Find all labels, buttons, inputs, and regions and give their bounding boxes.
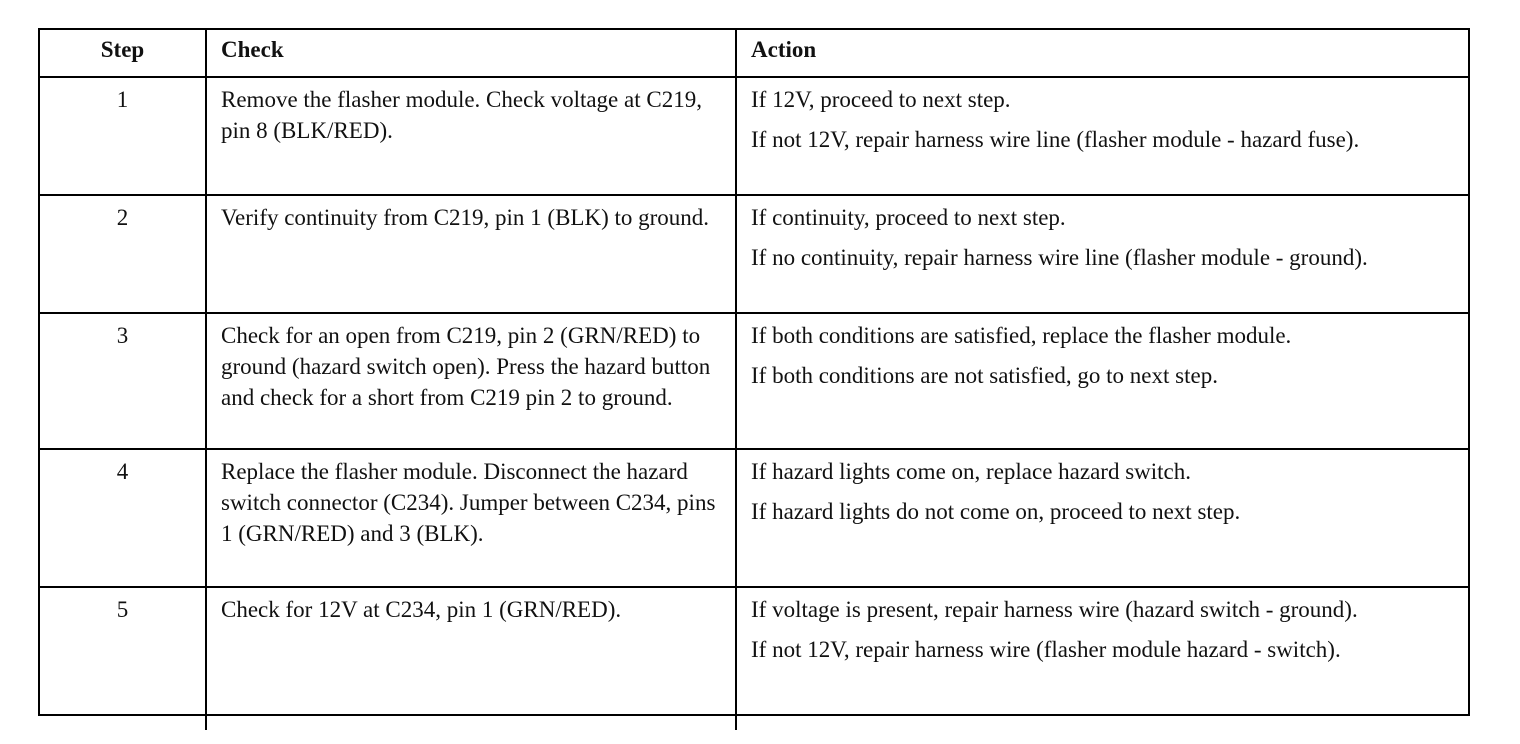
check-text: Check for 12V at C234, pin 1 (GRN/RED). [205,586,737,730]
action-cell: If 12V, proceed to next step. If not 12V… [735,76,1468,196]
step-column-header: Step [40,30,207,78]
step-number: 3 [40,312,207,450]
diagnostic-table: Step Check Action 1 Remove the flasher m… [40,30,1468,730]
action-text: If 12V, proceed to next step. [751,87,1011,112]
check-text: Verify continuity from C219, pin 1 (BLK)… [205,194,737,314]
action-text: If hazard lights do not come on, proceed… [751,499,1241,524]
table-row: 3 Check for an open from C219, pin 2 (GR… [40,312,1468,450]
check-text: Check for an open from C219, pin 2 (GRN/… [205,312,737,450]
action-text: If both conditions are not satisfied, go… [751,363,1218,388]
action-text: If no continuity, repair harness wire li… [751,245,1368,270]
table-row: 2 Verify continuity from C219, pin 1 (BL… [40,194,1468,314]
check-text: Remove the flasher module. Check voltage… [205,76,737,196]
table-row: 1 Remove the flasher module. Check volta… [40,76,1468,196]
action-cell: If voltage is present, repair harness wi… [735,586,1468,730]
check-column-header: Check [205,30,737,78]
table-row: 4 Replace the flasher module. Disconnect… [40,448,1468,588]
action-text: If not 12V, repair harness wire line (fl… [751,127,1360,152]
action-text: If hazard lights come on, replace hazard… [751,459,1191,484]
action-cell: If hazard lights come on, replace hazard… [735,448,1468,588]
action-text: If not 12V, repair harness wire (flasher… [751,637,1341,662]
check-text: Replace the flasher module. Disconnect t… [205,448,737,588]
action-text: If continuity, proceed to next step. [751,205,1066,230]
diagnostic-table-container: Step Check Action 1 Remove the flasher m… [38,28,1470,730]
step-number: 5 [40,586,207,730]
header-row: Step Check Action [40,30,1468,78]
table-row: 5 Check for 12V at C234, pin 1 (GRN/RED)… [40,586,1468,730]
action-cell: If continuity, proceed to next step. If … [735,194,1468,314]
action-cell: If both conditions are satisfied, replac… [735,312,1468,450]
action-text: If voltage is present, repair harness wi… [751,597,1358,622]
step-number: 1 [40,76,207,196]
step-number: 4 [40,448,207,588]
action-text: If both conditions are satisfied, replac… [751,323,1292,348]
step-number: 2 [40,194,207,314]
action-column-header: Action [735,30,1468,78]
